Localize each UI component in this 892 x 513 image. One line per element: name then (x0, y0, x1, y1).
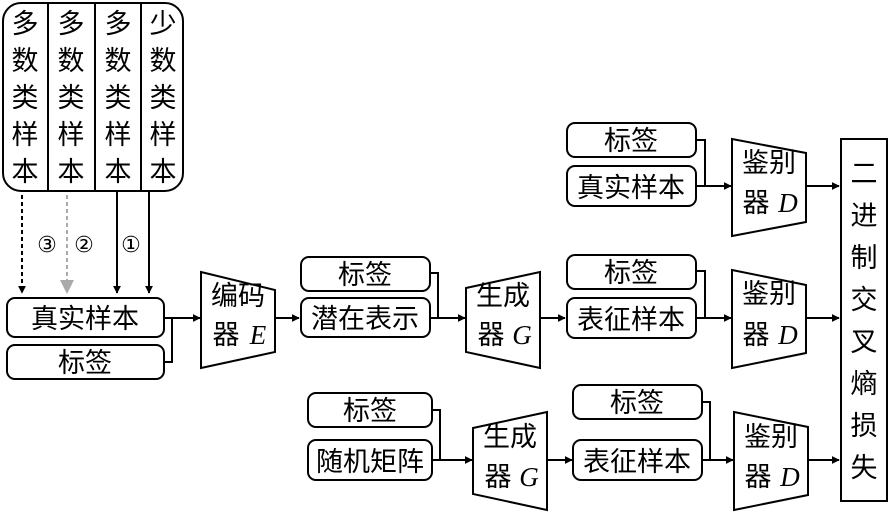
top-real-sample-text: 真实样本 (577, 173, 685, 204)
column-4-char: 类 (150, 83, 177, 114)
marker-1: ① (121, 233, 141, 258)
label-text: 标签 (58, 348, 112, 379)
column-1-char: 多 (12, 9, 39, 40)
bottom-label-text: 标签 (343, 396, 397, 427)
column-1-char: 类 (12, 83, 39, 114)
generator-line1: 生成 (476, 281, 530, 312)
disc-bottom-symbol: D (779, 462, 800, 492)
loss-char: 二 (851, 159, 878, 190)
marker-2: ② (74, 233, 94, 258)
column-2-char: 本 (58, 157, 85, 188)
bottom-sample-text: 表征样本 (583, 447, 691, 478)
column-2-char: 类 (58, 83, 85, 114)
generator-line2: 器 (478, 320, 505, 351)
latent-label-text: 标签 (338, 260, 392, 291)
marker-3: ③ (37, 233, 57, 258)
column-4-char: 样 (150, 120, 177, 151)
encoder-line2: 器 (213, 320, 240, 351)
loss-char: 制 (851, 243, 878, 274)
loss-char: 损 (851, 411, 878, 442)
column-3-char: 类 (105, 83, 132, 114)
generator-symbol: G (512, 320, 532, 350)
bottom-sample-label-text: 标签 (610, 388, 664, 419)
column-2-char: 多 (58, 9, 85, 40)
disc-top-line1: 鉴别 (742, 148, 796, 179)
column-3-char: 本 (105, 157, 132, 188)
real-sample-text: 真实样本 (31, 304, 139, 335)
loss-char: 叉 (851, 327, 878, 358)
disc-top-symbol: D (777, 188, 798, 218)
latent-text: 潜在表示 (311, 304, 419, 335)
column-4-char: 数 (150, 46, 177, 77)
column-2-char: 样 (58, 120, 85, 151)
gen-bottom-line2: 器 (485, 462, 512, 493)
disc-bottom-line1: 鉴别 (744, 422, 798, 453)
gen-bottom-line1: 生成 (483, 422, 537, 453)
random-matrix-text: 随机矩阵 (316, 447, 424, 478)
column-4-char: 少 (150, 9, 177, 40)
column-3-char: 数 (105, 46, 132, 77)
column-1-char: 本 (12, 157, 39, 188)
gen-bottom-symbol: G (519, 462, 539, 492)
column-2-char: 数 (58, 46, 85, 77)
loss-char: 进 (851, 201, 878, 232)
discriminator-top (731, 137, 807, 238)
mid-label-text: 标签 (604, 258, 658, 289)
disc-mid-line2: 器 (743, 320, 770, 351)
encoder-symbol: E (249, 320, 267, 350)
column-3-char: 样 (105, 120, 132, 151)
encoder-line1: 编码 (211, 281, 265, 312)
loss-char: 失 (851, 453, 878, 484)
loss-char: 熵 (851, 369, 878, 400)
generator-bottom (472, 410, 548, 512)
discriminator-bottom (733, 410, 809, 512)
bce-loss-box (840, 138, 888, 502)
disc-bottom-line2: 器 (745, 462, 772, 493)
disc-mid-line1: 鉴别 (742, 279, 796, 310)
generator-block (465, 270, 541, 370)
mid-sample-text: 表征样本 (577, 305, 685, 336)
column-1-char: 样 (12, 120, 39, 151)
disc-top-line2: 器 (743, 188, 770, 219)
column-3-char: 多 (105, 9, 132, 40)
disc-mid-symbol: D (777, 320, 798, 350)
encoder-block (200, 270, 276, 370)
column-1-char: 数 (12, 46, 39, 77)
loss-char: 交 (851, 285, 878, 316)
column-4-char: 本 (150, 157, 177, 188)
discriminator-mid (731, 268, 807, 370)
sampling-arrows: ③ ② ① (18, 191, 153, 294)
top-label-text: 标签 (604, 126, 658, 157)
